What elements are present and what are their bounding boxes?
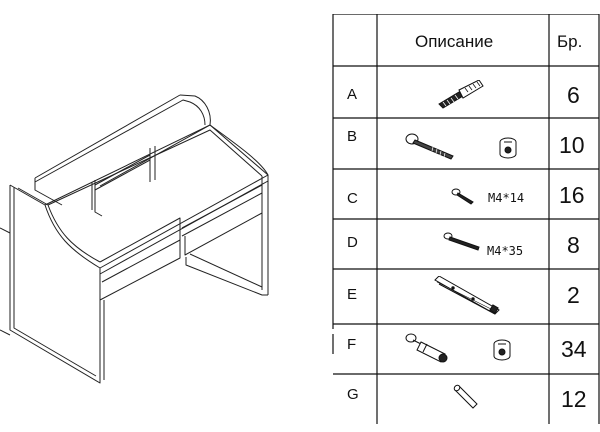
row-c-size: M4*14 [488, 191, 525, 205]
short-screw-icon [451, 188, 474, 205]
row-d-letter: D [347, 234, 358, 251]
row-d-qty: 8 [567, 232, 580, 258]
row-c-qty: 16 [559, 182, 585, 208]
row-a-letter: A [347, 86, 358, 103]
row-b-qty: 10 [559, 132, 585, 158]
row-a-qty: 6 [567, 82, 580, 108]
header-description: Описание [415, 32, 494, 51]
row-c-letter: C [347, 190, 358, 207]
desk-illustration-icon [0, 94, 269, 384]
row-f-qty: 34 [561, 336, 587, 362]
wooden-dowel-icon [453, 384, 478, 409]
row-d-size: M4*35 [487, 244, 524, 258]
cam-lock-nut-icon [499, 137, 517, 159]
parts-table: Описание Бр. A 6 B [325, 14, 600, 424]
row-e-qty: 2 [567, 282, 580, 308]
row-b-letter: B [347, 128, 358, 145]
row-e-letter: E [347, 286, 358, 303]
cam-lock-nut-icon [493, 339, 511, 361]
header-qty: Бр. [557, 32, 583, 51]
row-f-letter: F [347, 336, 357, 353]
table-grid [332, 14, 600, 424]
row-g-qty: 12 [561, 386, 587, 412]
drawer-rail-icon [434, 276, 500, 315]
threaded-bolt-icon [438, 80, 484, 109]
cam-dowel-icon [405, 333, 448, 363]
long-screw-icon [443, 232, 480, 251]
long-bolt-icon [405, 133, 454, 160]
row-g-letter: G [347, 386, 359, 403]
